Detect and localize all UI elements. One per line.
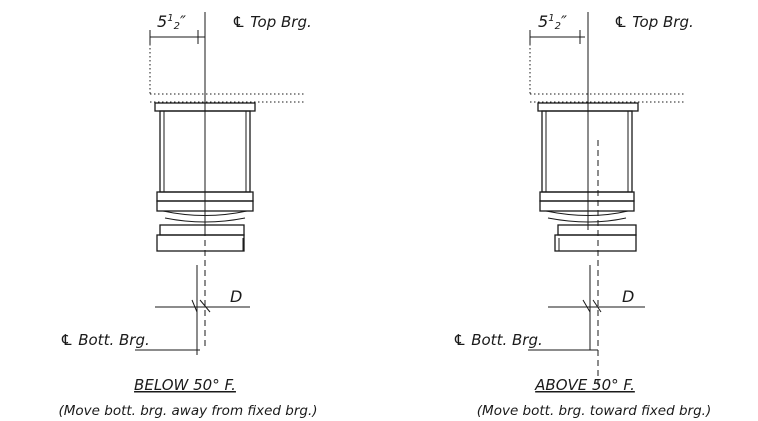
case-title: BELOW 50° F. <box>134 376 236 394</box>
bottom-plate <box>156 234 245 252</box>
dim-top-label: 512″ <box>538 12 567 32</box>
bottom-plate <box>554 234 637 252</box>
panel-above-50: 512″ ℄ Top Brg. D ℄ Bott. Brg. ABOVE 50°… <box>453 12 711 419</box>
dim-tick <box>199 299 211 313</box>
d-label: D <box>230 287 242 306</box>
bott-brg-label: ℄ Bott. Brg. <box>60 331 150 349</box>
middle-plate <box>539 191 635 202</box>
panel-below-50: 512″ ℄ Top Brg. D ℄ Bott. Brg. BELOW <box>58 12 318 419</box>
dim-tick <box>191 299 198 313</box>
bottom-plate <box>159 224 245 236</box>
bearing-body <box>541 110 633 193</box>
rocker-curve <box>545 210 629 216</box>
top-brg-label: ℄ Top Brg. <box>232 13 312 31</box>
case-note: (Move bott. brg. toward fixed brg.) <box>477 403 711 419</box>
rocker-curve <box>547 217 627 223</box>
middle-plate <box>539 200 635 212</box>
case-title: ABOVE 50° F. <box>534 376 635 394</box>
top-brg-label: ℄ Top Brg. <box>614 13 694 31</box>
dim-tick <box>582 299 591 313</box>
bottom-plate <box>557 224 637 236</box>
dim-top-label: 512″ <box>157 12 186 32</box>
d-label: D <box>622 287 634 306</box>
bott-brg-label: ℄ Bott. Brg. <box>453 331 543 349</box>
dim-tick <box>592 299 602 313</box>
case-note: (Move bott. brg. away from fixed brg.) <box>58 403 317 419</box>
